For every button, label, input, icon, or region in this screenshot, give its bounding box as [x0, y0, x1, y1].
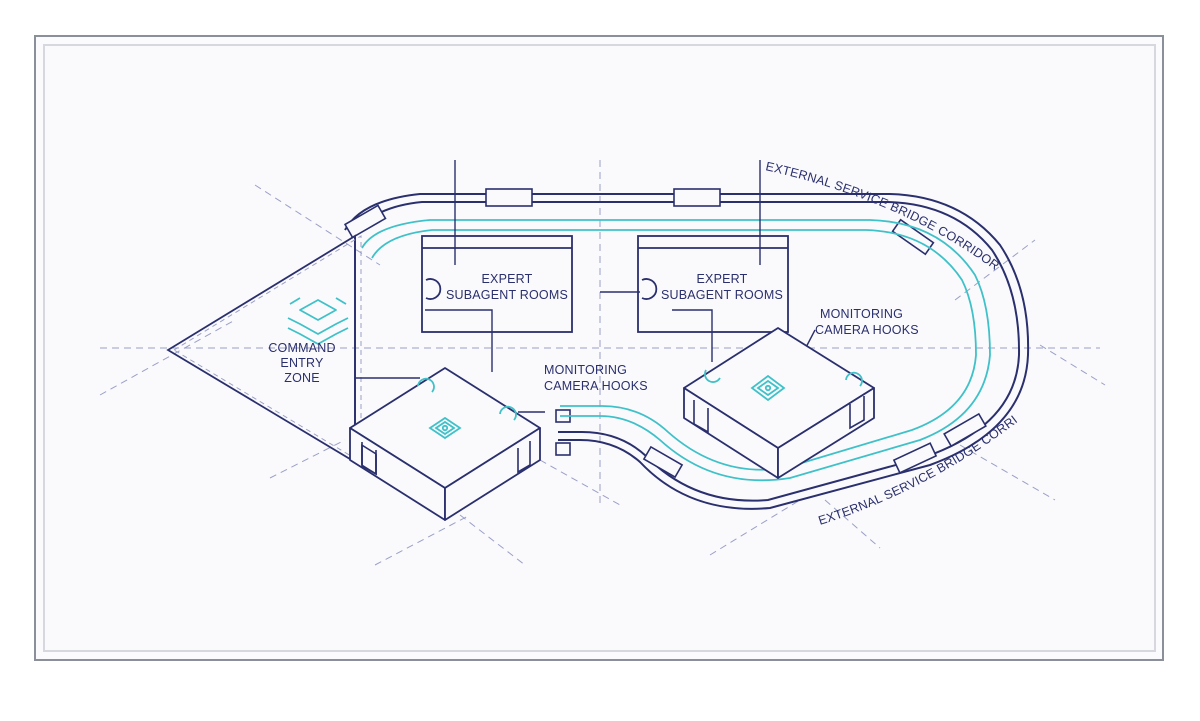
monitoring-block-left	[349, 367, 541, 521]
command-zone-label-3: ZONE	[284, 371, 320, 385]
expert-room-left	[421, 235, 573, 333]
bridge-joints	[343, 188, 987, 479]
camera-hook-icon	[704, 369, 863, 387]
guide-lines	[99, 160, 1106, 566]
camera-hook-icon	[425, 278, 658, 300]
device-icon	[428, 416, 462, 440]
expert-room-right-label-1: EXPERT	[697, 272, 748, 286]
teal-route	[361, 219, 991, 482]
command-zone-label-1: COMMAND	[268, 341, 335, 355]
block-left-doors	[361, 441, 531, 476]
command-zone-label-2: ENTRY	[280, 356, 324, 370]
expert-room-right-label-2: SUBAGENT ROOMS	[661, 288, 783, 302]
connector-lines	[425, 160, 816, 413]
expert-room-left-label-2: SUBAGENT ROOMS	[446, 288, 568, 302]
expert-room-left-label-1: EXPERT	[482, 272, 533, 286]
expert-room-right	[637, 235, 789, 333]
layers-icon	[287, 297, 349, 345]
monitoring-right-label-2: CAMERA HOOKS	[815, 323, 919, 337]
block-right-doors	[693, 396, 865, 434]
monitoring-left-label-1: MONITORING	[544, 363, 627, 377]
monitoring-left-label-2: CAMERA HOOKS	[544, 379, 648, 393]
corridor-top-label: EXTERNAL SERVICE BRIDGE CORRIDORS	[0, 0, 1002, 273]
device-icon	[750, 374, 786, 402]
monitoring-right-label-1: MONITORING	[820, 307, 903, 321]
camera-hook-icon	[417, 377, 517, 421]
